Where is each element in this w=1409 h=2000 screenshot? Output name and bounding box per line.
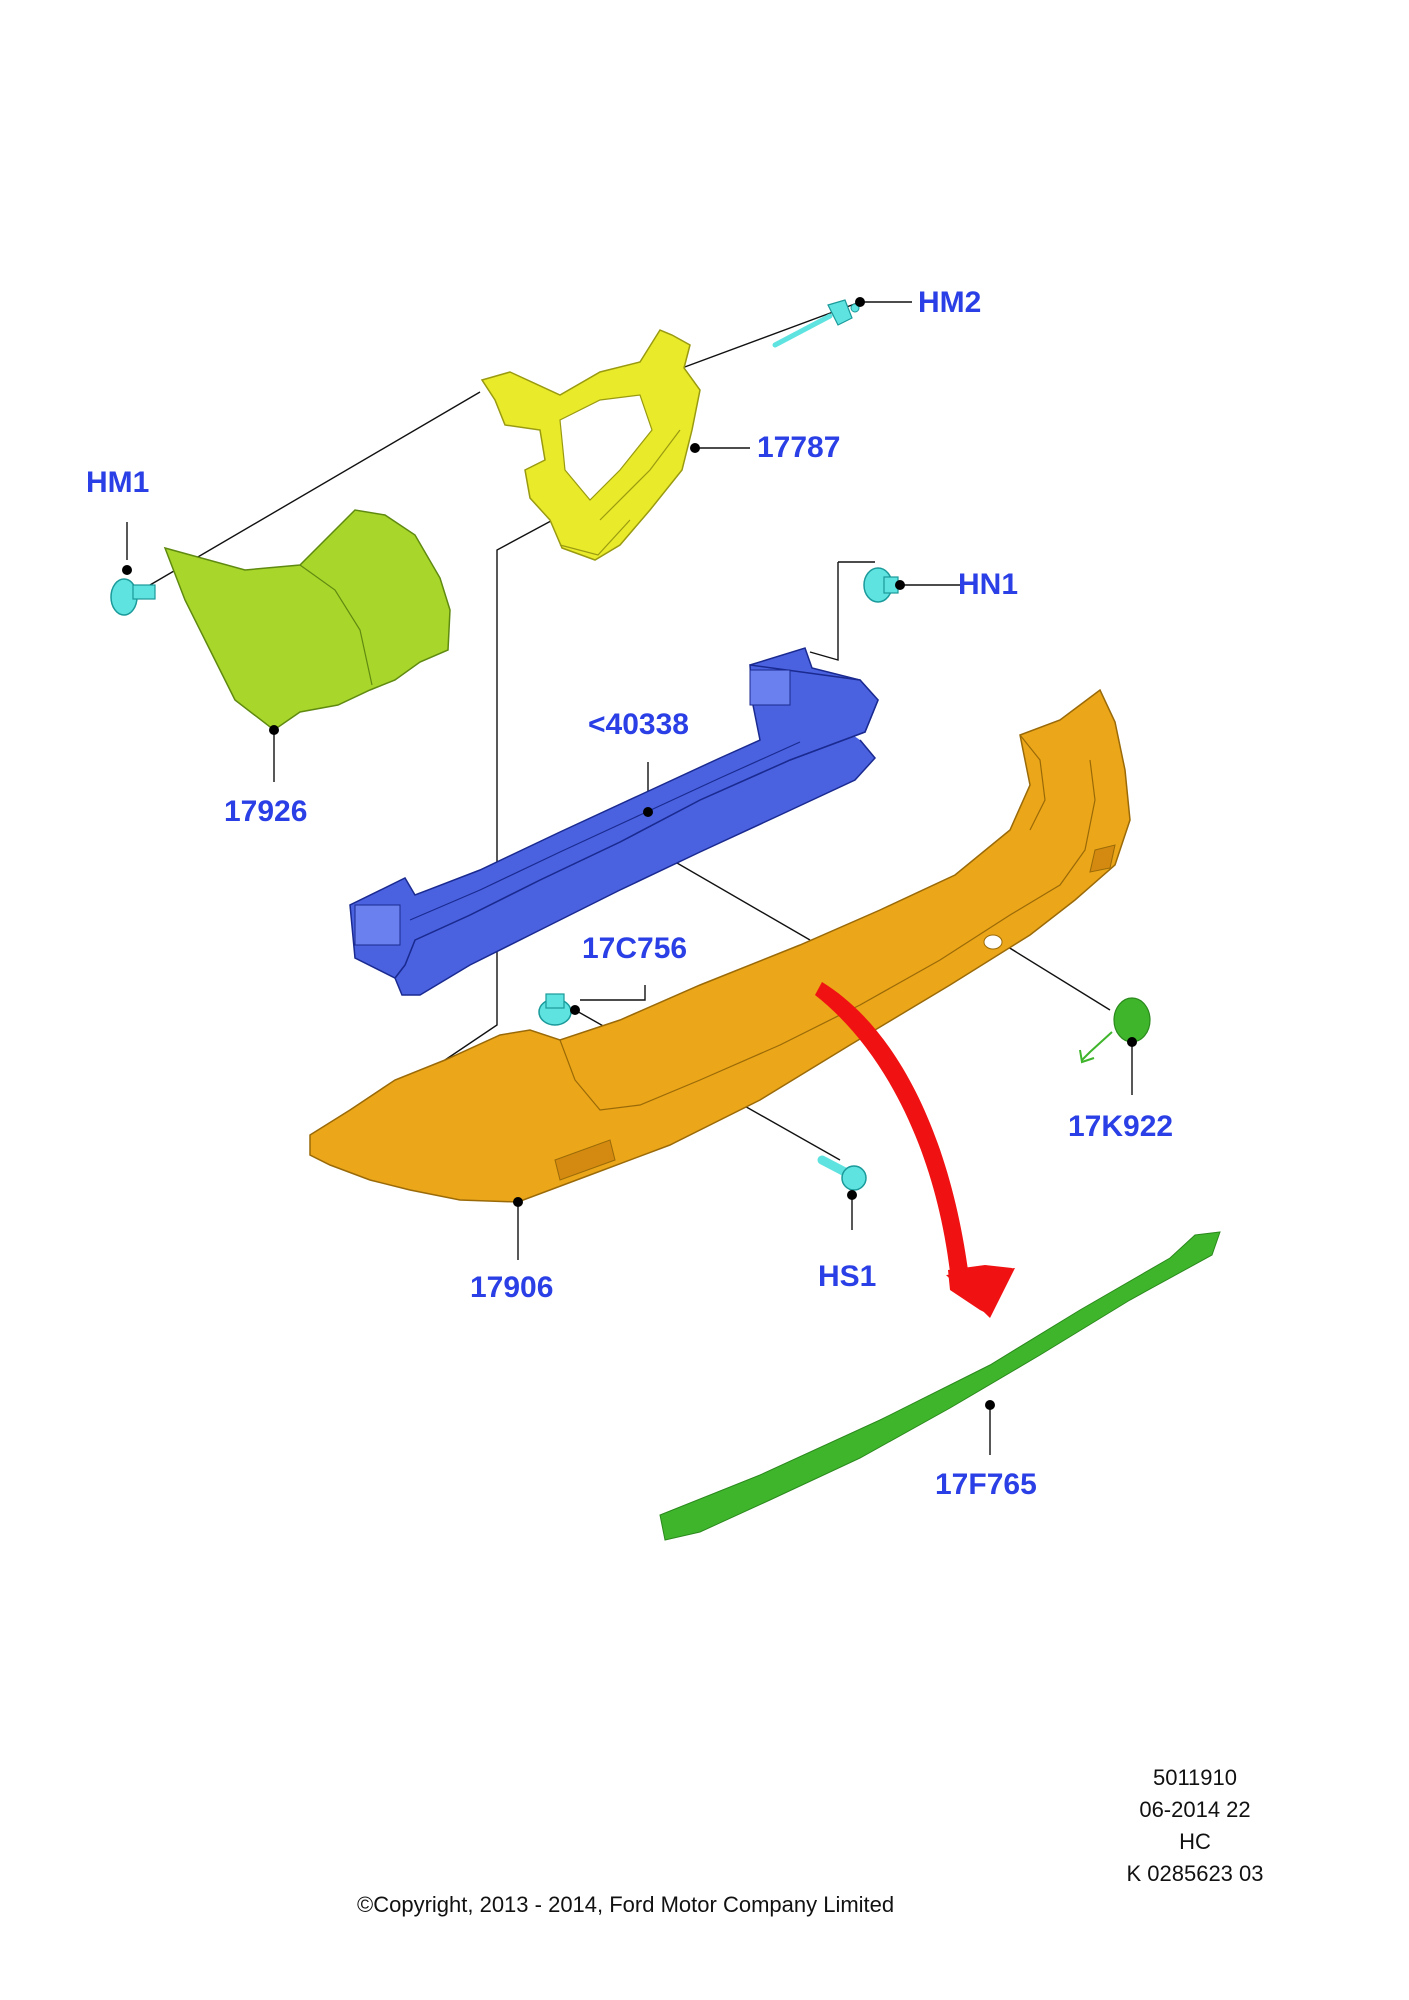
- fastener-hs1: [817, 1155, 867, 1191]
- fastener-hn1: [863, 567, 899, 603]
- step-pad-17f765: [659, 1231, 1221, 1541]
- leader-hm2-assembly: [654, 301, 861, 379]
- ref-number: 5011910: [1152, 1765, 1237, 1790]
- callout-hm1: HM1: [86, 466, 150, 499]
- doc-code: K 0285623 03: [1126, 1861, 1264, 1886]
- anchor-dots: [122, 297, 1137, 1410]
- leader-hm1-assembly: [149, 391, 481, 586]
- callout-17906: 17906: [470, 1271, 554, 1304]
- callout-17787: 17787: [757, 431, 841, 464]
- callout-hs1: HS1: [818, 1260, 877, 1293]
- callout-40338: <40338: [588, 708, 689, 741]
- reinforcement-beam-40338: [349, 647, 879, 996]
- towing-eye-cover-17k922: [1079, 997, 1151, 1064]
- callout-17926: 17926: [224, 795, 308, 828]
- fastener-17c756: [538, 993, 572, 1026]
- corner-piece-17926: [163, 509, 451, 731]
- bumper-cover-17906: [309, 688, 1131, 1203]
- leader-17787-assembly: [444, 464, 656, 1061]
- copyright-notice: ©Copyright, 2013 - 2014, Ford Motor Comp…: [357, 1892, 895, 1917]
- fitting-direction-arrow: [815, 982, 1015, 1318]
- callout-17k922: 17K922: [1068, 1110, 1174, 1143]
- leader-17k922-hole: [999, 941, 1111, 1011]
- fastener-hm2: [772, 299, 860, 348]
- callout-hn1: HN1: [958, 568, 1019, 601]
- date-code: 06-2014 22: [1139, 1797, 1251, 1822]
- leader-hn1-bracket: [809, 562, 839, 661]
- callout-17f765: 17F765: [935, 1468, 1037, 1501]
- drawing-reference-block: 5011910 06-2014 22 HC K 0285623 03: [1080, 1767, 1310, 1895]
- callout-17c756: 17C756: [582, 932, 688, 965]
- region-code: HC: [1179, 1829, 1211, 1854]
- leader-17c756: [580, 985, 646, 1001]
- bracket-17787: [480, 329, 701, 561]
- fastener-hm1: [110, 578, 156, 616]
- callout-hm2: HM2: [918, 286, 982, 319]
